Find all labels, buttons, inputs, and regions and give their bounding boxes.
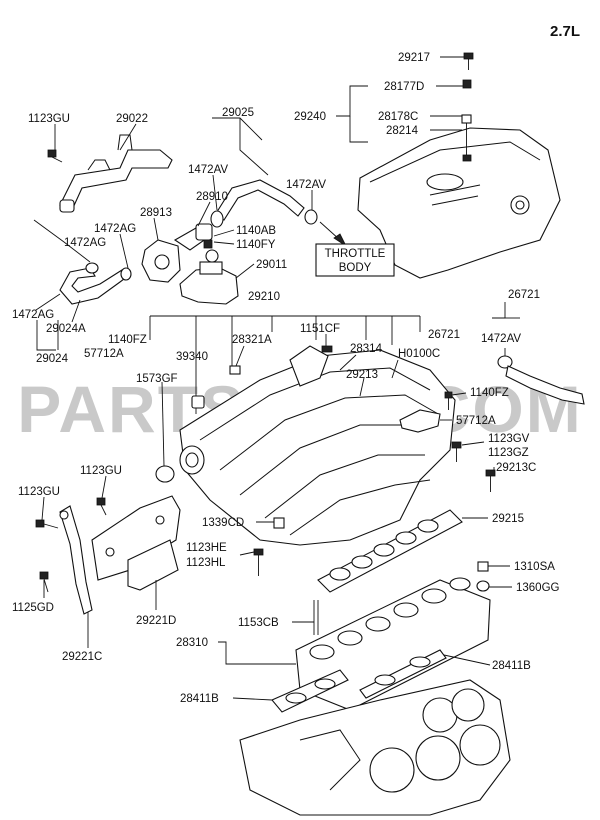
label-29024A[interactable]: 29024A <box>46 323 86 335</box>
label-28411B-left[interactable]: 28411B <box>180 693 219 705</box>
label-1310SA[interactable]: 1310SA <box>514 561 555 573</box>
bracket-28913 <box>141 239 181 283</box>
engine-cover-29240 <box>357 127 561 279</box>
bolt-1123GV <box>451 441 462 462</box>
valve-29011 <box>179 239 239 305</box>
label-28321A[interactable]: 28321A <box>232 334 272 346</box>
label-28178C[interactable]: 28178C <box>378 111 418 123</box>
label-1339CD[interactable]: 1339CD <box>202 517 244 529</box>
throttle-body-callout: THROTTLE BODY <box>315 221 395 277</box>
label-1140FZ-right[interactable]: 1140FZ <box>470 387 509 399</box>
label-1123GZ[interactable]: 1123GZ <box>488 447 529 459</box>
label-57712A-right[interactable]: 57712A <box>456 415 496 427</box>
gasket-28411B-right <box>359 649 447 699</box>
label-29025[interactable]: 29025 <box>222 107 254 119</box>
pcv-valve-28910 <box>173 223 213 251</box>
bolt-1123GU-top <box>47 149 63 163</box>
washer-1360GG <box>476 580 490 592</box>
bolt-1123GU-mid <box>96 497 107 516</box>
hose-29025 <box>214 179 305 221</box>
clamp-1472AV <box>210 209 513 369</box>
bolt-28321A <box>229 365 241 375</box>
bracket-29221C <box>59 505 93 615</box>
label-28913[interactable]: 28913 <box>140 207 172 219</box>
gasket-29215 <box>317 509 463 593</box>
hose-26721 <box>505 365 585 405</box>
label-1140FZ-left[interactable]: 1140FZ <box>108 334 147 346</box>
label-28177D[interactable]: 28177D <box>384 81 424 93</box>
label-1151CF[interactable]: 1151CF <box>300 323 340 335</box>
part-labels: 29217 28177D 29240 28178C 28214 1123GU 2… <box>12 52 560 705</box>
sensor-39340 <box>191 395 205 414</box>
stud-1153CB <box>313 600 319 635</box>
label-29217[interactable]: 29217 <box>398 52 430 64</box>
engine-label: 2.7L <box>550 23 580 40</box>
label-1153CB[interactable]: 1153CB <box>238 617 279 629</box>
breather-pipe-29022 <box>59 134 173 213</box>
bracket-57712A <box>399 409 441 433</box>
label-29022[interactable]: 29022 <box>116 113 148 125</box>
label-1472AV-right[interactable]: 1472AV <box>286 179 326 191</box>
nut-28177D <box>462 79 472 89</box>
label-28214[interactable]: 28214 <box>386 125 419 137</box>
throttle-body-line2: BODY <box>339 262 372 274</box>
label-29024[interactable]: 29024 <box>36 353 69 365</box>
label-1360GG[interactable]: 1360GG <box>516 582 560 594</box>
leader-lines <box>33 56 520 701</box>
label-29213[interactable]: 29213 <box>346 369 378 381</box>
label-H0100C[interactable]: H0100C <box>398 348 440 360</box>
label-1123HE[interactable]: 1123HE <box>186 542 227 554</box>
label-26721-mid[interactable]: 26721 <box>428 329 460 341</box>
label-1123GU-mid[interactable]: 1123GU <box>80 465 122 477</box>
label-1472AG-lower[interactable]: 1472AG <box>12 309 54 321</box>
label-1123GU-left[interactable]: 1123GU <box>18 486 60 498</box>
grommet-28178C <box>461 114 472 162</box>
bolt-1125GD <box>39 571 49 593</box>
throttle-body-line1: THROTTLE <box>325 248 386 260</box>
label-1123GV[interactable]: 1123GV <box>488 433 530 445</box>
label-28310[interactable]: 28310 <box>176 637 208 649</box>
label-1123HL[interactable]: 1123HL <box>186 557 226 569</box>
cylinder-head <box>239 679 511 816</box>
label-29011[interactable]: 29011 <box>256 259 287 271</box>
gasket-28411B-left <box>271 669 349 713</box>
gasket-1573GF <box>155 465 175 483</box>
bolt-1151CF <box>321 345 333 353</box>
label-26721-right[interactable]: 26721 <box>508 289 540 301</box>
label-57712A-left[interactable]: 57712A <box>84 348 124 360</box>
label-1472AV-far-right[interactable]: 1472AV <box>481 333 521 345</box>
label-39340[interactable]: 39340 <box>176 351 208 363</box>
label-1472AV-left[interactable]: 1472AV <box>188 164 228 176</box>
bolt-29217 <box>463 52 474 70</box>
label-29210[interactable]: 29210 <box>248 291 280 303</box>
nut-1310SA <box>477 561 489 572</box>
label-1125GD[interactable]: 1125GD <box>12 602 54 614</box>
label-29221C[interactable]: 29221C <box>62 651 102 663</box>
label-1573GF[interactable]: 1573GF <box>136 373 178 385</box>
bolt-1123HE <box>253 548 264 576</box>
surge-tank-29210 <box>179 345 456 546</box>
hose-29024 <box>59 262 132 305</box>
label-29213C[interactable]: 29213C <box>496 462 536 474</box>
bolt-1339CD <box>273 517 285 529</box>
label-1472AG-mid[interactable]: 1472AG <box>64 237 106 249</box>
label-28411B-right[interactable]: 28411B <box>492 660 531 672</box>
label-29221D[interactable]: 29221D <box>136 615 176 627</box>
label-28314[interactable]: 28314 <box>350 343 383 355</box>
label-29240[interactable]: 29240 <box>294 111 326 123</box>
label-1472AG-upper[interactable]: 1472AG <box>94 223 136 235</box>
bolt-1123GU-left <box>35 519 59 529</box>
bolt-29213C <box>485 469 496 492</box>
label-1140FY[interactable]: 1140FY <box>236 239 276 251</box>
bracket-29221D <box>91 495 181 591</box>
label-1123GU-top[interactable]: 1123GU <box>28 113 70 125</box>
label-1140AB[interactable]: 1140AB <box>236 225 276 237</box>
label-28910[interactable]: 28910 <box>196 191 228 203</box>
label-29215[interactable]: 29215 <box>492 513 524 525</box>
